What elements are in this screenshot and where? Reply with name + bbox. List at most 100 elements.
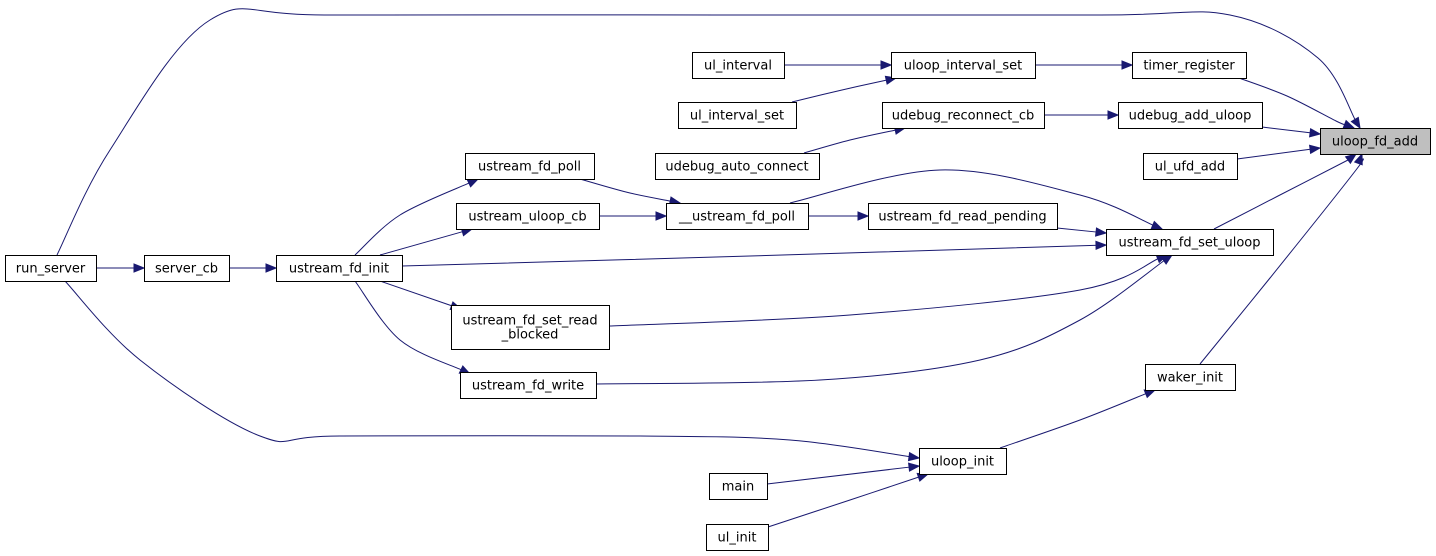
node-box [144,255,230,282]
node-box [678,102,797,129]
node-ustream-fd-write[interactable]: ustream_fd_write [460,372,597,399]
node-box [709,473,768,500]
node-ustream-fd-read-pending[interactable]: ustream_fd_read_pending [868,203,1058,230]
arrowhead [1095,227,1108,237]
node-uloop-interval-set[interactable]: uloop_interval_set [891,52,1036,79]
node-ustream-uloop-cb[interactable]: ustream_uloop_cb [456,203,600,230]
node-ul-init[interactable]: ul_init [706,524,769,551]
node-ustream-fd-set-read-blocked[interactable]: ustream_fd_set_read_blocked [451,305,610,350]
node-box [1320,128,1431,155]
edge-line [1199,158,1364,365]
arrowhead [466,178,480,188]
node-label: ustream_fd_init [289,262,389,277]
edge-udebug_auto_connect-to-udebug_reconnect_cb [803,125,907,154]
edge-run_server-to-uloop_init [64,280,921,462]
node-main[interactable]: main [709,473,768,500]
edge-ustream_fd_init-to-ustream_uloop_cb [379,227,474,256]
node-box [1132,52,1247,79]
node-label: ul_interval_set [690,109,784,124]
node-server-cb[interactable]: server_cb [144,255,230,282]
node-label: ul_init [718,531,757,546]
edge-line [354,280,464,371]
node-label: udebug_auto_connect [665,160,808,175]
edge-uloop_interval_set-to-timer_register [1035,60,1134,70]
edge-line [1261,126,1313,134]
node-box [460,372,597,399]
node-uloop-init[interactable]: uloop_init [919,448,1007,475]
edge-line [789,169,1155,227]
arrowhead [907,451,921,462]
edge-line [999,392,1148,449]
node-label: ustream_fd_read_pending [878,210,1046,225]
edge-ustream_fd_set_read_blocked-to-ustream_fd_set_uloop [608,254,1169,327]
node-uloop-fd-add[interactable]: uloop_fd_add [1320,128,1431,155]
edge-run_server-to-uloop_fd_add [56,8,1361,256]
node-timer-register[interactable]: timer_register [1132,52,1247,79]
node-ul-ufd-add[interactable]: ul_ufd_add [1143,153,1238,180]
node-label: ul_ufd_add [1155,160,1225,175]
node-box [655,153,820,180]
arrowhead [1107,110,1120,120]
arrowhead [1150,220,1164,230]
edge-line [595,259,1166,385]
node-label: run_server [16,262,86,277]
node-waker-init[interactable]: waker_init [1145,364,1236,391]
edge-line [1056,227,1099,233]
edge-line [608,257,1160,327]
node-label: uloop_init [931,455,994,470]
node-label: uloop_interval_set [904,59,1022,74]
node-box [868,203,1058,230]
node-label: ustream_fd_poll [478,160,581,175]
edge-__ustream_fd_poll-to-ustream_fd_set_uloop [789,169,1164,230]
nodes-layer: uloop_fd_add timer_register udebug_add_ulo… [5,52,1431,551]
node-box [891,52,1036,79]
edge-udebug_reconnect_cb-to-udebug_add_uloop [1044,110,1120,120]
arrowhead [1160,254,1174,265]
node-label: __ustream_fd_poll [678,210,795,225]
node-label: main [722,480,754,495]
edge-line [579,178,673,202]
node-udebug-add-uloop[interactable]: udebug_add_uloop [1118,102,1263,129]
arrowhead [1143,389,1157,399]
edge-run_server-to-server_cb [96,263,146,273]
node-udebug-reconnect-cb[interactable]: udebug_reconnect_cb [882,102,1045,129]
node-run-server[interactable]: run_server [5,255,97,282]
arrowhead [1309,144,1322,155]
node-label: waker_init [1157,371,1223,386]
node-box [465,153,595,180]
node-box [1118,102,1263,129]
node---ustream-fd-poll[interactable]: __ustream_fd_poll [666,203,809,230]
edge-ul_ufd_add-to-uloop_fd_add [1236,144,1322,160]
edge-line [56,8,1357,256]
node-ul-interval[interactable]: ul_interval [692,52,785,79]
edge-ustream_fd_set_uloop-to-uloop_fd_add [1213,153,1358,230]
edge-uloop_init-to-waker_init [999,389,1157,449]
arrowhead [655,211,668,221]
node-box [666,203,809,230]
edge-ustream_fd_init-to-ustream_fd_set_uloop [401,240,1108,267]
node-label: ustream_fd_set_uloop [1118,236,1260,251]
edge-__ustream_fd_poll-to-ustream_fd_read_pending [808,211,870,221]
edge-ul_interval-to-uloop_interval_set [784,60,893,70]
node-udebug-auto-connect[interactable]: udebug_auto_connect [655,153,820,180]
edges-layer [56,8,1364,528]
arrowhead [1344,153,1358,165]
node-ustream-fd-init[interactable]: ustream_fd_init [276,255,403,282]
arrowhead [1121,60,1134,70]
node-box [919,448,1007,475]
edge-line [803,129,898,154]
node-ustream-fd-poll[interactable]: ustream_fd_poll [465,153,595,180]
edge-line [64,280,912,458]
node-box [276,255,403,282]
edge-line [354,181,471,256]
edge-ustream_fd_init-to-ustream_fd_set_read_blocked [379,280,463,311]
edge-line [401,244,1099,267]
node-box [882,102,1045,129]
arrowhead [857,211,870,221]
arrowhead [1350,116,1361,130]
node-box [1145,364,1236,391]
node-ustream-fd-set-uloop[interactable]: ustream_fd_set_uloop [1106,229,1274,256]
edge-ustream_uloop_cb-to-__ustream_fd_poll [599,211,668,221]
node-ul-interval-set[interactable]: ul_interval_set [678,102,797,129]
